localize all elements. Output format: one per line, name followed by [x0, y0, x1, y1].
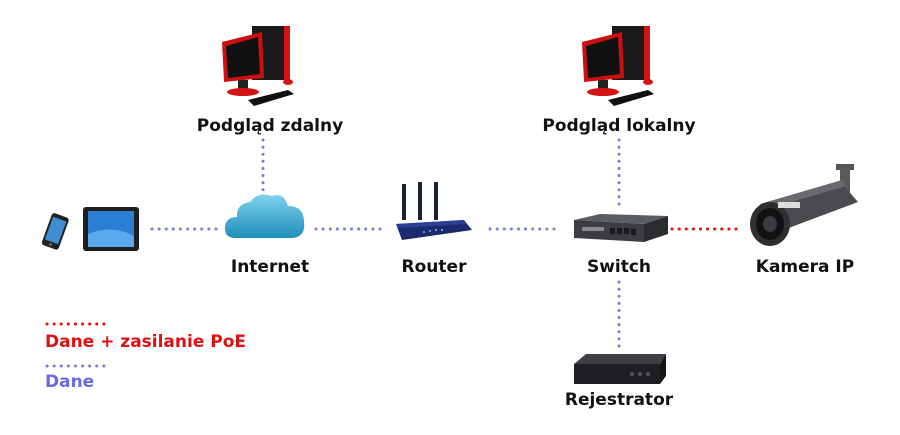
- router-icon: [396, 182, 472, 240]
- remote-pc-icon: [222, 26, 294, 106]
- camera-label: Kamera IP: [755, 257, 855, 277]
- recorder-label: Rejestrator: [564, 390, 674, 410]
- switch-icon: [574, 214, 668, 242]
- internet-label: Internet: [230, 257, 310, 277]
- switch-label: Switch: [586, 257, 652, 277]
- local-pc-icon: [582, 26, 654, 106]
- smartphone-icon: [41, 213, 69, 250]
- local-view-label: Podgląd lokalny: [542, 116, 696, 136]
- legend-data-text: Dane: [45, 372, 95, 392]
- recorder-icon: [574, 354, 666, 384]
- internet-cloud-icon: [224, 194, 305, 238]
- tablet-icon: [83, 207, 139, 251]
- remote-view-label: Podgląd zdalny: [196, 116, 344, 136]
- router-label: Router: [401, 257, 467, 277]
- legend-poe-text: Dane + zasilanie PoE: [45, 332, 247, 352]
- ip-camera-icon: [750, 164, 858, 246]
